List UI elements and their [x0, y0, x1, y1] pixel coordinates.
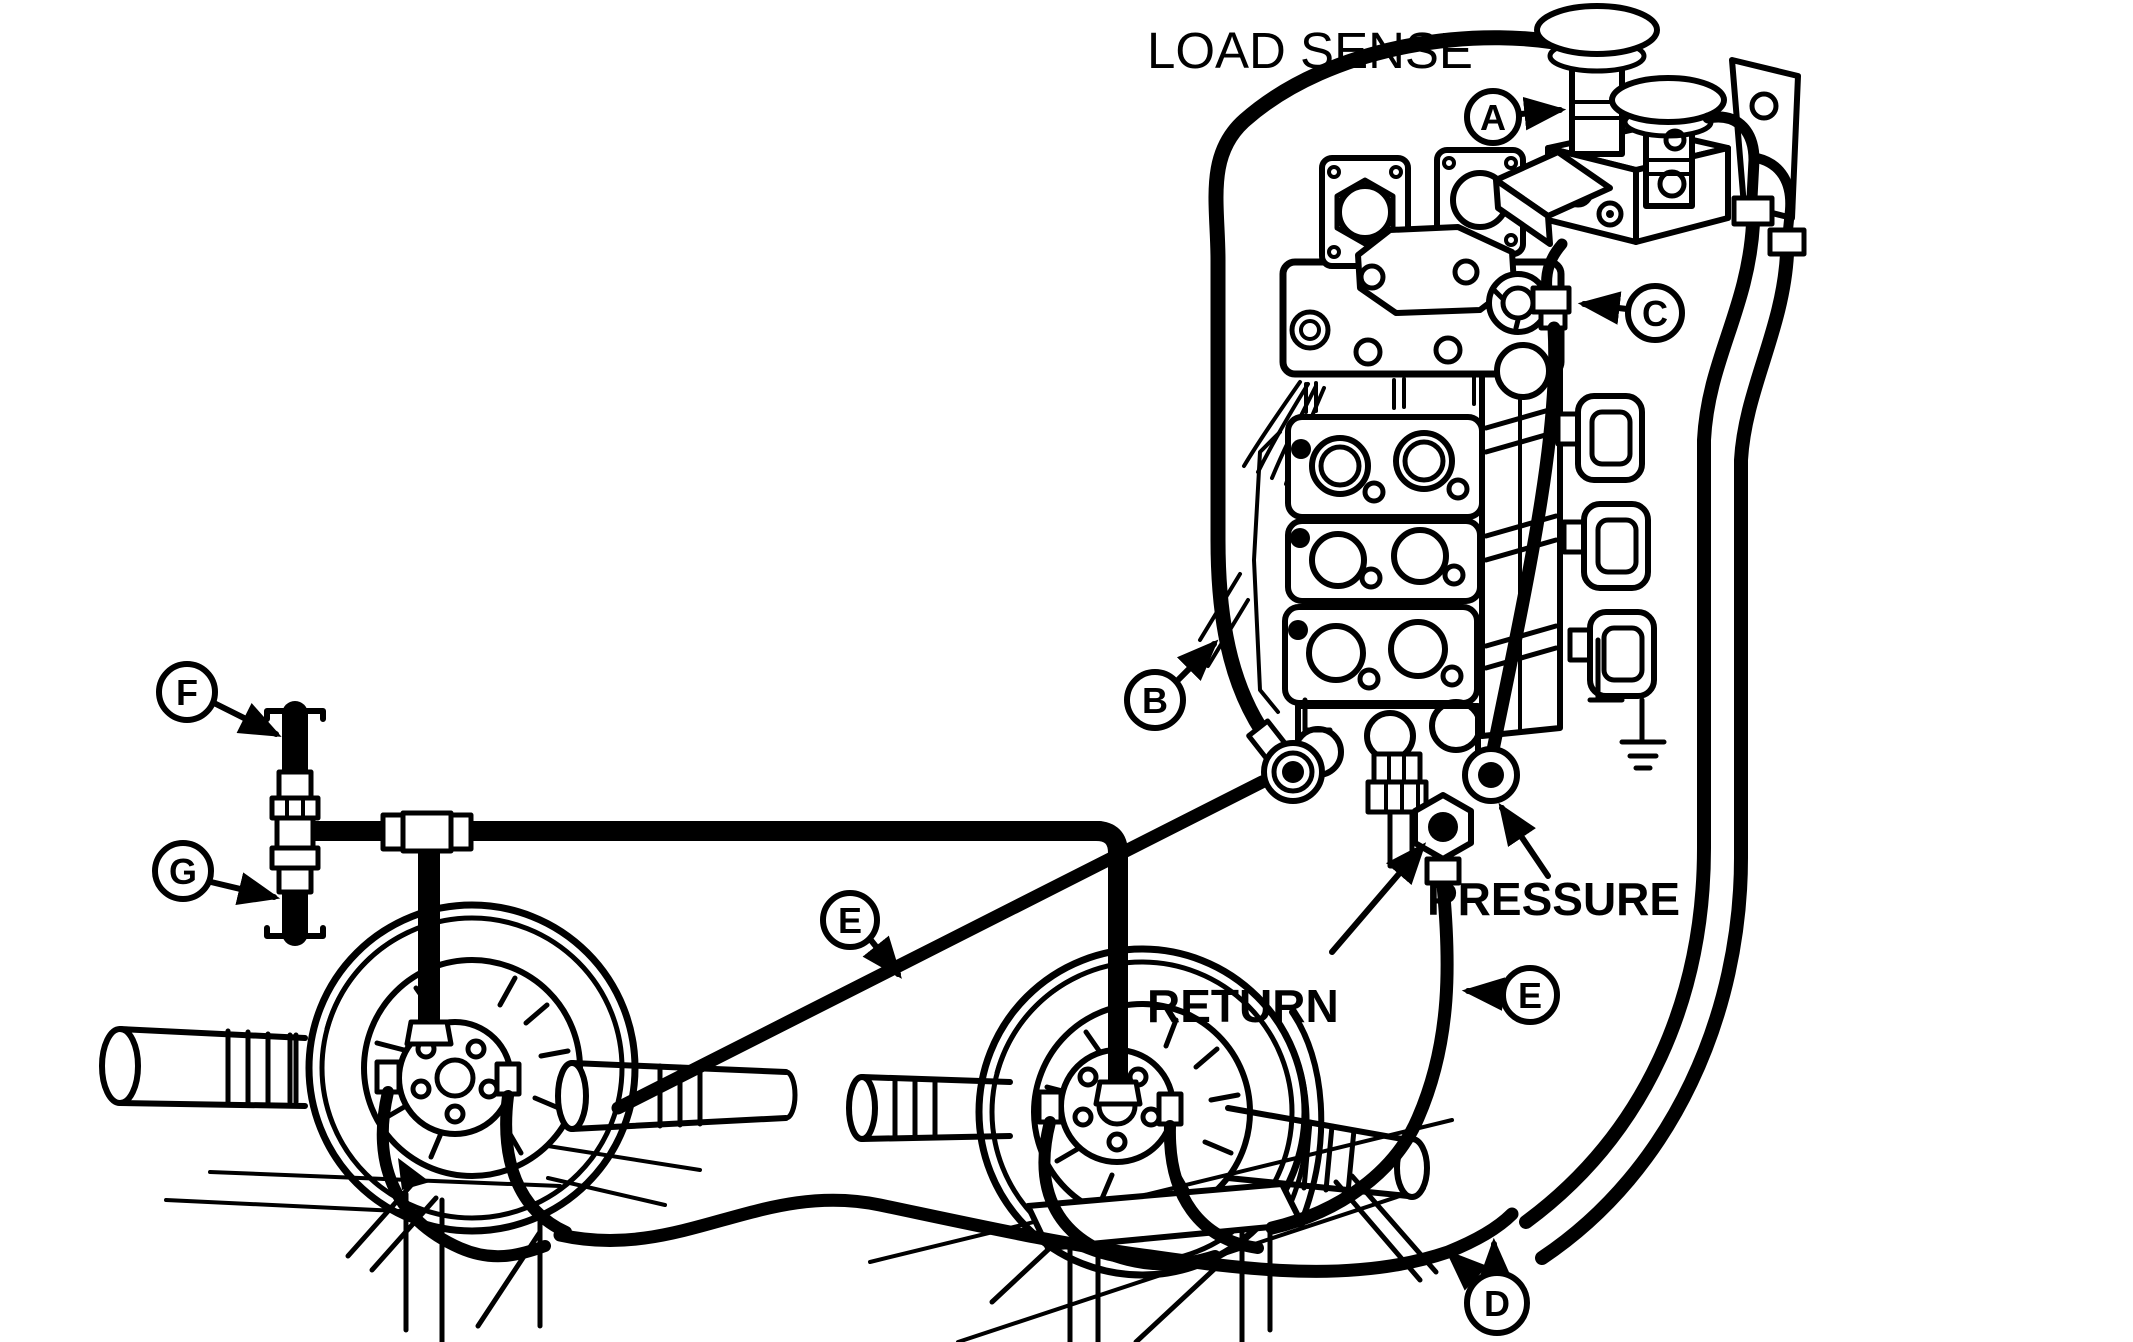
pressure-supply-hose	[1486, 321, 1562, 757]
return-fitting	[1412, 792, 1474, 886]
callout-d: D	[1445, 1237, 1530, 1336]
control-valve-assembly	[1198, 3, 1807, 886]
pressure-leader-arrow	[1498, 802, 1551, 879]
solenoid-connectors	[1555, 393, 1657, 699]
left-hub-hose-2	[500, 1090, 572, 1238]
callout-c: C	[1577, 283, 1685, 343]
callout-e-lower: E	[1461, 965, 1560, 1025]
hydraulic-hoses	[376, 30, 1794, 1278]
valve-section-2	[1285, 518, 1483, 604]
axle-shafts	[99, 1026, 1430, 1200]
return-hose	[1265, 878, 1454, 1235]
left-hub-hose-1	[376, 1086, 551, 1263]
middle-axle-stub-right	[846, 1074, 1013, 1142]
return-label: RETURN	[1147, 980, 1339, 1032]
svg-text:C: C	[1642, 293, 1668, 334]
callout-f: F	[156, 661, 282, 737]
svg-text:B: B	[1142, 680, 1168, 721]
wheel-fender	[1289, 1009, 1325, 1221]
pressure-label: PRESSURE	[1427, 873, 1680, 925]
left-axle	[99, 1026, 308, 1109]
callout-g: G	[152, 840, 281, 906]
plunger-knob-2	[1609, 75, 1727, 125]
text-labels: LOAD SENSE PRESSURE RETURN	[1147, 22, 1680, 1032]
valve-section-1	[1285, 414, 1485, 520]
callout-b: B	[1124, 639, 1219, 731]
callouts: A B C D E E F	[152, 88, 1685, 1336]
mounting-octagon	[1355, 224, 1517, 316]
svg-text:E: E	[838, 900, 862, 941]
svg-text:F: F	[176, 672, 198, 713]
right-hub-hose-2	[1163, 1120, 1264, 1254]
pressure-port	[1462, 746, 1520, 804]
left-wheel	[305, 901, 639, 1235]
load-sense-label: LOAD SENSE	[1147, 22, 1473, 79]
middle-axle-stub-left	[555, 1060, 798, 1132]
load-sense-port	[1261, 740, 1325, 804]
svg-text:E: E	[1518, 975, 1542, 1016]
pressure-hose-2	[1535, 247, 1794, 1265]
svg-text:G: G	[169, 851, 197, 892]
callout-a: A	[1464, 88, 1567, 146]
frame-diagonal-hose	[611, 775, 1269, 1115]
svg-text:A: A	[1480, 97, 1506, 138]
pressure-hose-1	[1519, 217, 1760, 1229]
valve-section-3	[1282, 604, 1480, 706]
right-hub-hose-1	[1038, 1116, 1221, 1271]
callout-e-upper: E	[820, 890, 902, 979]
right-axle-stub	[1225, 1105, 1430, 1200]
return-leader-arrow	[1329, 842, 1427, 955]
svg-text:D: D	[1484, 1283, 1510, 1324]
load-sense-hose	[1208, 30, 1593, 768]
plunger-knob-1	[1534, 3, 1660, 57]
